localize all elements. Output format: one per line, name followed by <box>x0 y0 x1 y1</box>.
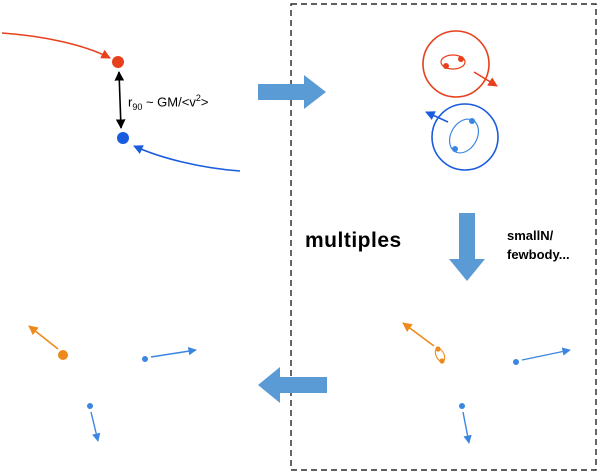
separation-double-arrow <box>114 71 126 129</box>
red-star <box>112 56 124 68</box>
flow-arrow-right <box>258 75 326 109</box>
blue-binary-orbit <box>448 118 480 154</box>
escaping-star-left-down-arrow <box>90 411 101 442</box>
red-binary-star-a <box>443 63 449 69</box>
v-superscript: 2 <box>195 93 201 103</box>
orange-star <box>58 350 68 360</box>
r-relation: ~ GM/<v <box>142 94 196 110</box>
orange-star-velocity-arrow <box>28 325 59 350</box>
blue-binary-velocity-arrow <box>425 111 449 123</box>
r-close: > <box>200 94 209 110</box>
incoming-red-trajectory <box>1 32 111 59</box>
r90-equation: r90 ~ GM/<v2> <box>128 93 208 112</box>
red-binary-velocity-arrow <box>473 71 498 87</box>
orange-binary-star-b <box>439 358 445 364</box>
blue-binary-star-b <box>469 118 475 124</box>
red-binary-envelope <box>422 30 490 98</box>
orange-binary-velocity-arrow <box>402 322 435 347</box>
blue-binary-star-a <box>452 146 458 152</box>
code-label-line2: fewbody... <box>507 247 570 262</box>
escaping-star-left-down <box>87 403 93 409</box>
escaping-star-left-right-arrow <box>150 347 197 358</box>
escaping-star-down-arrow <box>462 411 472 444</box>
escaping-star-right-arrow <box>521 347 571 361</box>
incoming-blue-trajectory <box>133 145 241 172</box>
blue-star <box>117 132 129 144</box>
r-subscript: 90 <box>132 101 143 112</box>
escaping-star-down <box>459 403 465 409</box>
red-binary-orbit <box>440 54 466 70</box>
red-binary-star-b <box>458 56 464 62</box>
escaping-star-left-right <box>142 356 148 362</box>
code-label-line1: smallN/ <box>507 228 554 243</box>
multiples-label: multiples <box>305 229 402 252</box>
blue-binary-envelope <box>431 103 499 171</box>
orange-binary-star-a <box>435 346 441 352</box>
r-symbol: r <box>128 94 133 110</box>
flow-arrow-left <box>258 367 327 403</box>
multiples-dashed-box <box>290 3 597 471</box>
escaping-star-right <box>513 359 519 365</box>
flow-arrow-down <box>449 213 485 281</box>
